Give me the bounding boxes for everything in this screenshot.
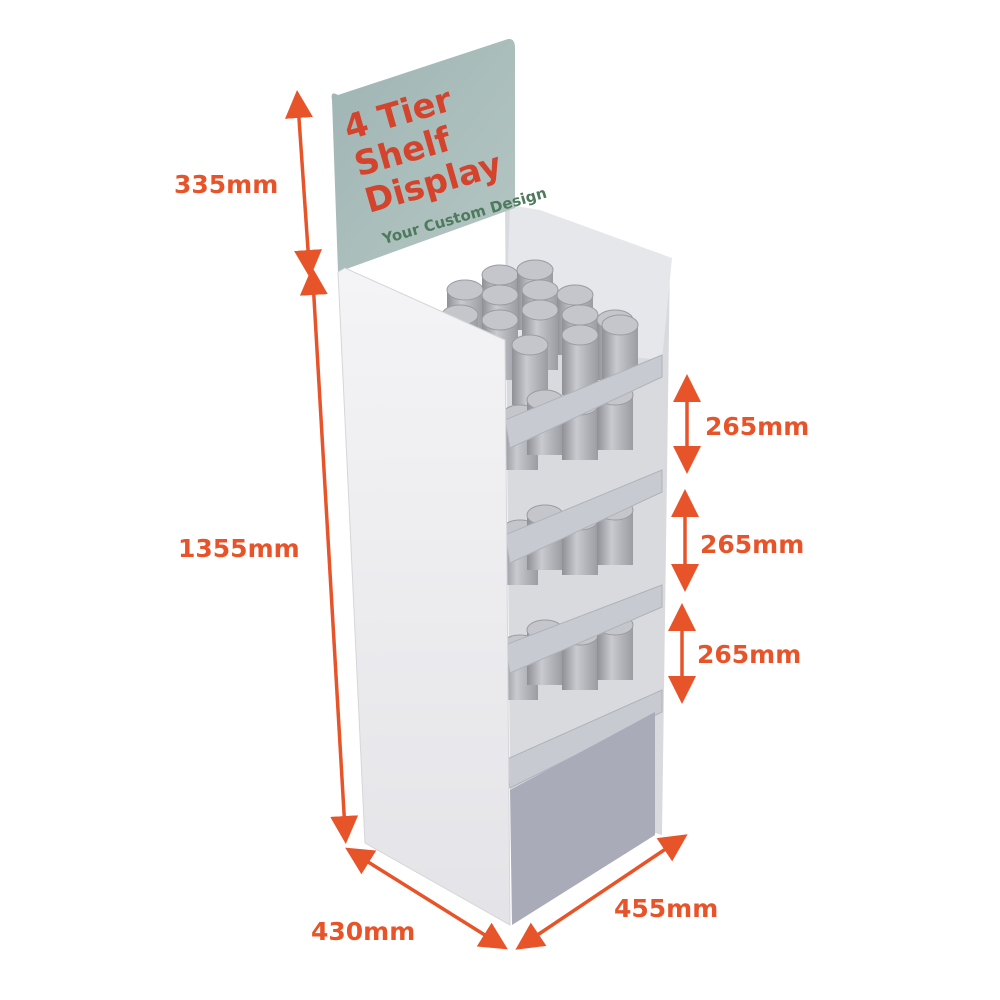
width-label: 455mm [614,894,718,923]
header-panel: 4 Tier Shelf Display Your Custom Design [331,39,549,272]
shelf-gap-label-2: 265mm [700,530,804,559]
shelf-gap-label-1: 265mm [705,412,809,441]
depth-arrow [345,847,508,950]
width-arrow [515,834,688,950]
shelf-lip-1 [504,354,663,449]
shelf-lip-3 [504,584,663,674]
header-height-label: 335mm [174,170,278,199]
shelf-lips [504,354,663,789]
body-height-label: 1355mm [178,534,300,563]
shelf-lip-2 [504,469,663,564]
depth-label: 430mm [311,917,415,946]
shelf-gap-label-3: 265mm [697,640,801,669]
body-height-arrow [299,267,359,844]
header-height-arrow [284,90,323,278]
left-side-panel [337,267,511,926]
